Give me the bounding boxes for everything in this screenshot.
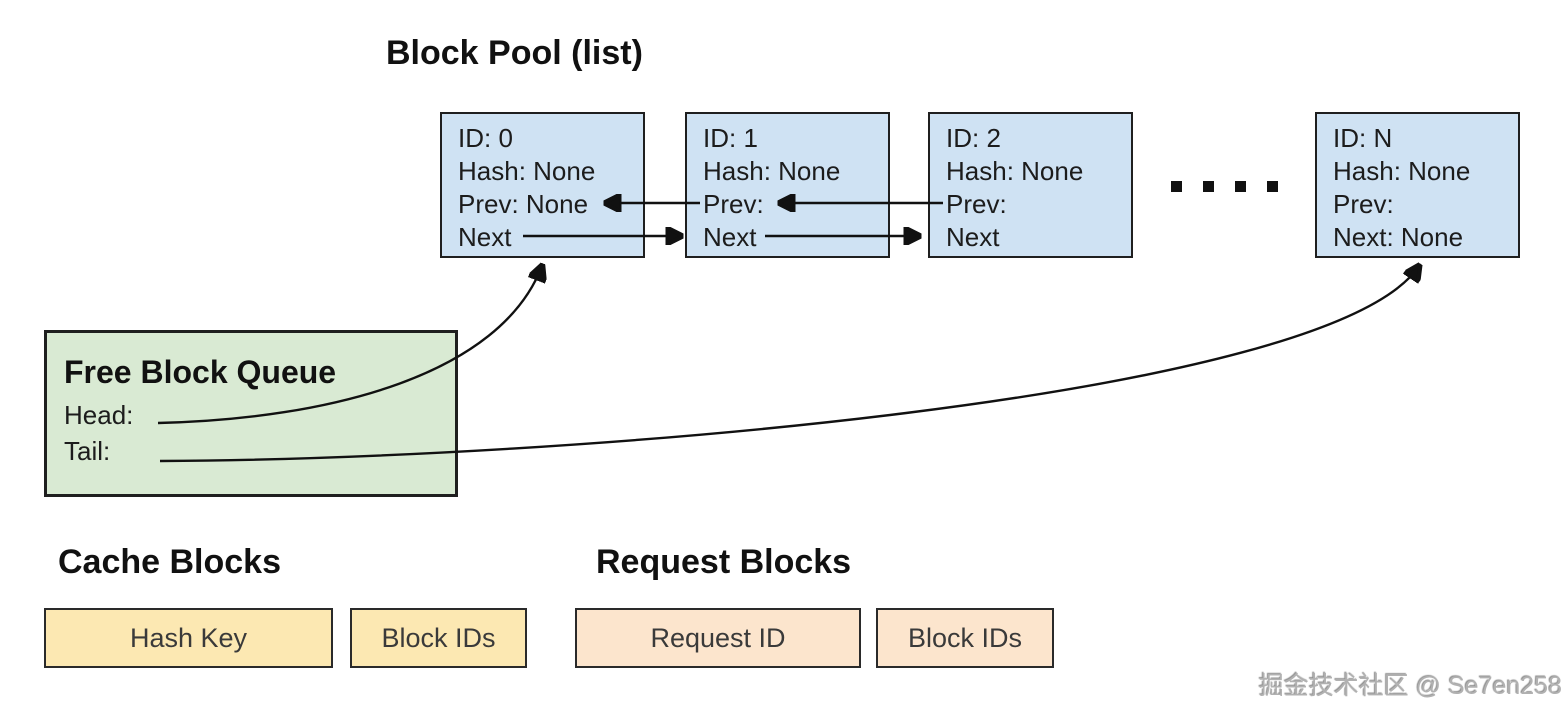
node-hash: Hash: None xyxy=(1333,156,1471,186)
dot xyxy=(1267,181,1278,192)
block-pool-title: Block Pool (list) xyxy=(386,34,643,72)
node-prev: Prev: xyxy=(703,189,764,219)
request-id-cell: Request ID xyxy=(575,608,861,668)
pool-node-n: ID: N Hash: None Prev: Next: None xyxy=(1315,112,1520,258)
node-next: Next xyxy=(946,222,1000,252)
ellipsis-dots xyxy=(1171,181,1278,192)
tail-label: Tail: xyxy=(64,436,111,466)
request-id-label: Request ID xyxy=(650,622,786,653)
dot xyxy=(1171,181,1182,192)
cache-hash-key-label: Hash Key xyxy=(129,622,248,653)
pool-node-0: ID: 0 Hash: None Prev: None Next xyxy=(440,112,645,258)
node-hash: Hash: None xyxy=(458,156,596,186)
dot xyxy=(1203,181,1214,192)
free-block-queue-title: Free Block Queue xyxy=(64,354,337,390)
pool-node-1: ID: 1 Hash: None Prev: Next xyxy=(685,112,890,258)
node-id: ID: 0 xyxy=(458,123,513,153)
node-next: Next xyxy=(458,222,512,252)
dot xyxy=(1235,181,1246,192)
request-block-ids-label: Block IDs xyxy=(907,622,1023,653)
node-id: ID: 1 xyxy=(703,123,758,153)
cache-hash-key-cell: Hash Key xyxy=(44,608,333,668)
cache-blocks-title: Cache Blocks xyxy=(58,543,281,581)
node-prev: Prev: xyxy=(1333,189,1394,219)
node-next: Next: None xyxy=(1333,222,1464,252)
pool-node-2: ID: 2 Hash: None Prev: Next xyxy=(928,112,1133,258)
node-hash: Hash: None xyxy=(703,156,841,186)
watermark-text: 掘金技术社区 @ Se7en258 xyxy=(1258,672,1562,700)
request-block-ids-cell: Block IDs xyxy=(876,608,1054,668)
request-blocks-title: Request Blocks xyxy=(596,543,852,581)
cache-block-ids-cell: Block IDs xyxy=(350,608,527,668)
node-hash: Hash: None xyxy=(946,156,1084,186)
cache-block-ids-label: Block IDs xyxy=(381,622,496,653)
free-block-queue-box: Free Block Queue Head: Tail: xyxy=(44,330,458,497)
node-prev: Prev: xyxy=(946,189,1007,219)
node-prev: Prev: None xyxy=(458,189,589,219)
node-id: ID: 2 xyxy=(946,123,1001,153)
node-id: ID: N xyxy=(1333,123,1393,153)
node-next: Next xyxy=(703,222,757,252)
head-label: Head: xyxy=(64,400,134,430)
